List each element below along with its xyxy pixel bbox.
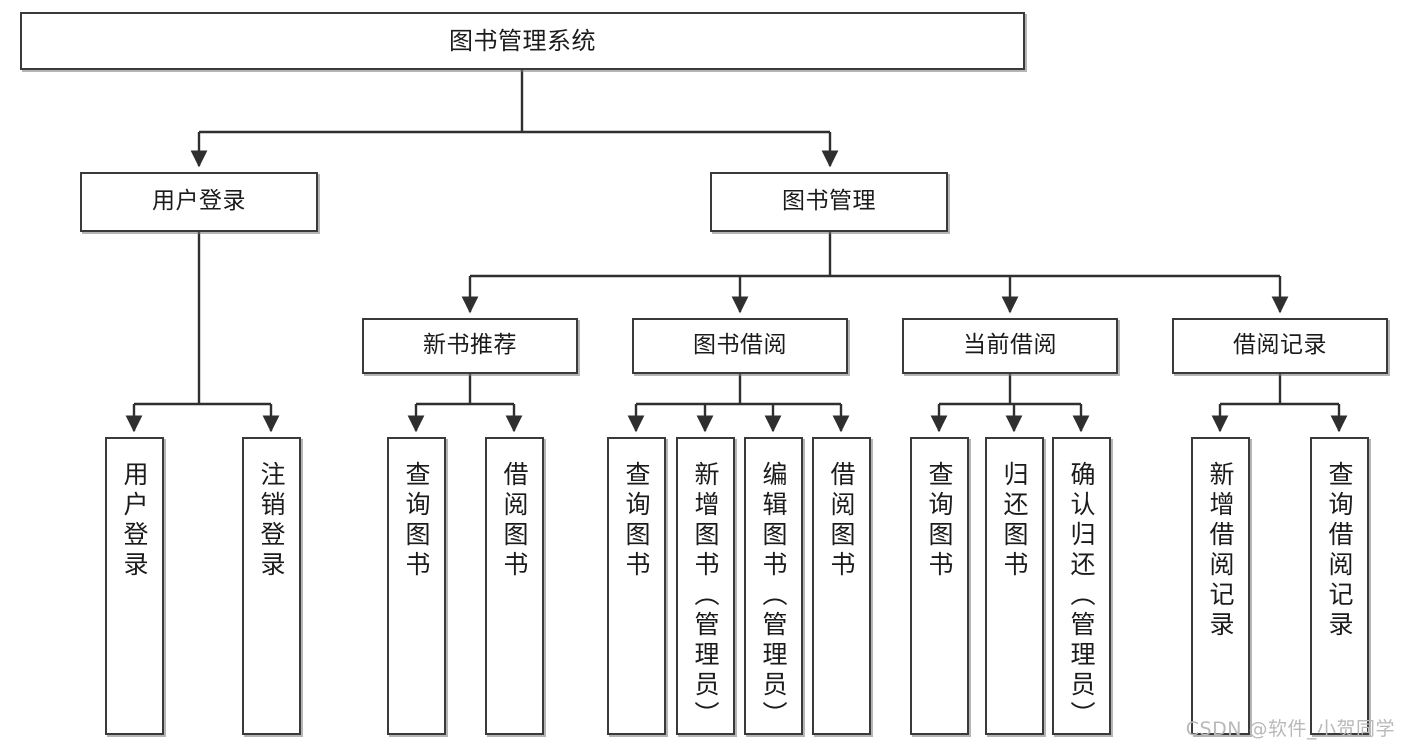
leaf-return-books[interactable]: 归还图书 [985, 437, 1044, 735]
leaf-edit-book-admin[interactable]: 编辑图书（管理员） [744, 437, 803, 735]
leaf-borrow-books-borrowing-label: 借阅图书 [827, 461, 856, 581]
node-book-management[interactable]: 图书管理 [710, 172, 948, 232]
leaf-query-books-current[interactable]: 查询图书 [910, 437, 969, 735]
node-current-borrowing[interactable]: 当前借阅 [902, 318, 1118, 374]
leaf-logout-label: 注销登录 [257, 461, 286, 581]
node-book-borrowing[interactable]: 图书借阅 [632, 318, 848, 374]
node-root[interactable]: 图书管理系统 [20, 12, 1025, 70]
node-book-management-label: 图书管理 [782, 188, 876, 215]
leaf-user-login-label: 用户登录 [120, 461, 149, 581]
leaf-edit-book-admin-label: 编辑图书（管理员） [759, 461, 788, 731]
leaf-add-borrow-record-label: 新增借阅记录 [1206, 461, 1235, 641]
node-new-book-recommendation-label: 新书推荐 [423, 332, 517, 359]
leaf-borrow-books-recommend[interactable]: 借阅图书 [485, 437, 544, 735]
leaf-add-book-admin[interactable]: 新增图书（管理员） [676, 437, 735, 735]
leaf-logout[interactable]: 注销登录 [242, 437, 301, 735]
node-borrow-records-label: 借阅记录 [1233, 332, 1327, 359]
leaf-query-books-borrowing-label: 查询图书 [622, 461, 651, 581]
leaf-add-book-admin-label: 新增图书（管理员） [691, 461, 720, 731]
node-user-login-label: 用户登录 [152, 188, 246, 215]
leaf-query-borrow-record[interactable]: 查询借阅记录 [1310, 437, 1369, 735]
node-borrow-records[interactable]: 借阅记录 [1172, 318, 1388, 374]
leaf-user-login[interactable]: 用户登录 [105, 437, 164, 735]
leaf-add-borrow-record[interactable]: 新增借阅记录 [1191, 437, 1250, 735]
leaf-query-books-borrowing[interactable]: 查询图书 [607, 437, 666, 735]
node-root-label: 图书管理系统 [449, 26, 596, 55]
node-book-borrowing-label: 图书借阅 [693, 332, 787, 359]
leaf-borrow-books-borrowing[interactable]: 借阅图书 [812, 437, 871, 735]
node-new-book-recommendation[interactable]: 新书推荐 [362, 318, 578, 374]
node-user-login[interactable]: 用户登录 [80, 172, 318, 232]
leaf-borrow-books-recommend-label: 借阅图书 [500, 461, 529, 581]
leaf-confirm-return-admin[interactable]: 确认归还（管理员） [1052, 437, 1111, 735]
leaf-query-borrow-record-label: 查询借阅记录 [1325, 461, 1354, 641]
leaf-query-books-recommend-label: 查询图书 [402, 461, 431, 581]
watermark: CSDN @软件_小贺同学 [1185, 718, 1395, 740]
leaf-return-books-label: 归还图书 [1000, 461, 1029, 581]
leaf-query-books-current-label: 查询图书 [925, 461, 954, 581]
leaf-confirm-return-admin-label: 确认归还（管理员） [1067, 461, 1096, 731]
leaf-query-books-recommend[interactable]: 查询图书 [387, 437, 446, 735]
node-current-borrowing-label: 当前借阅 [963, 332, 1057, 359]
